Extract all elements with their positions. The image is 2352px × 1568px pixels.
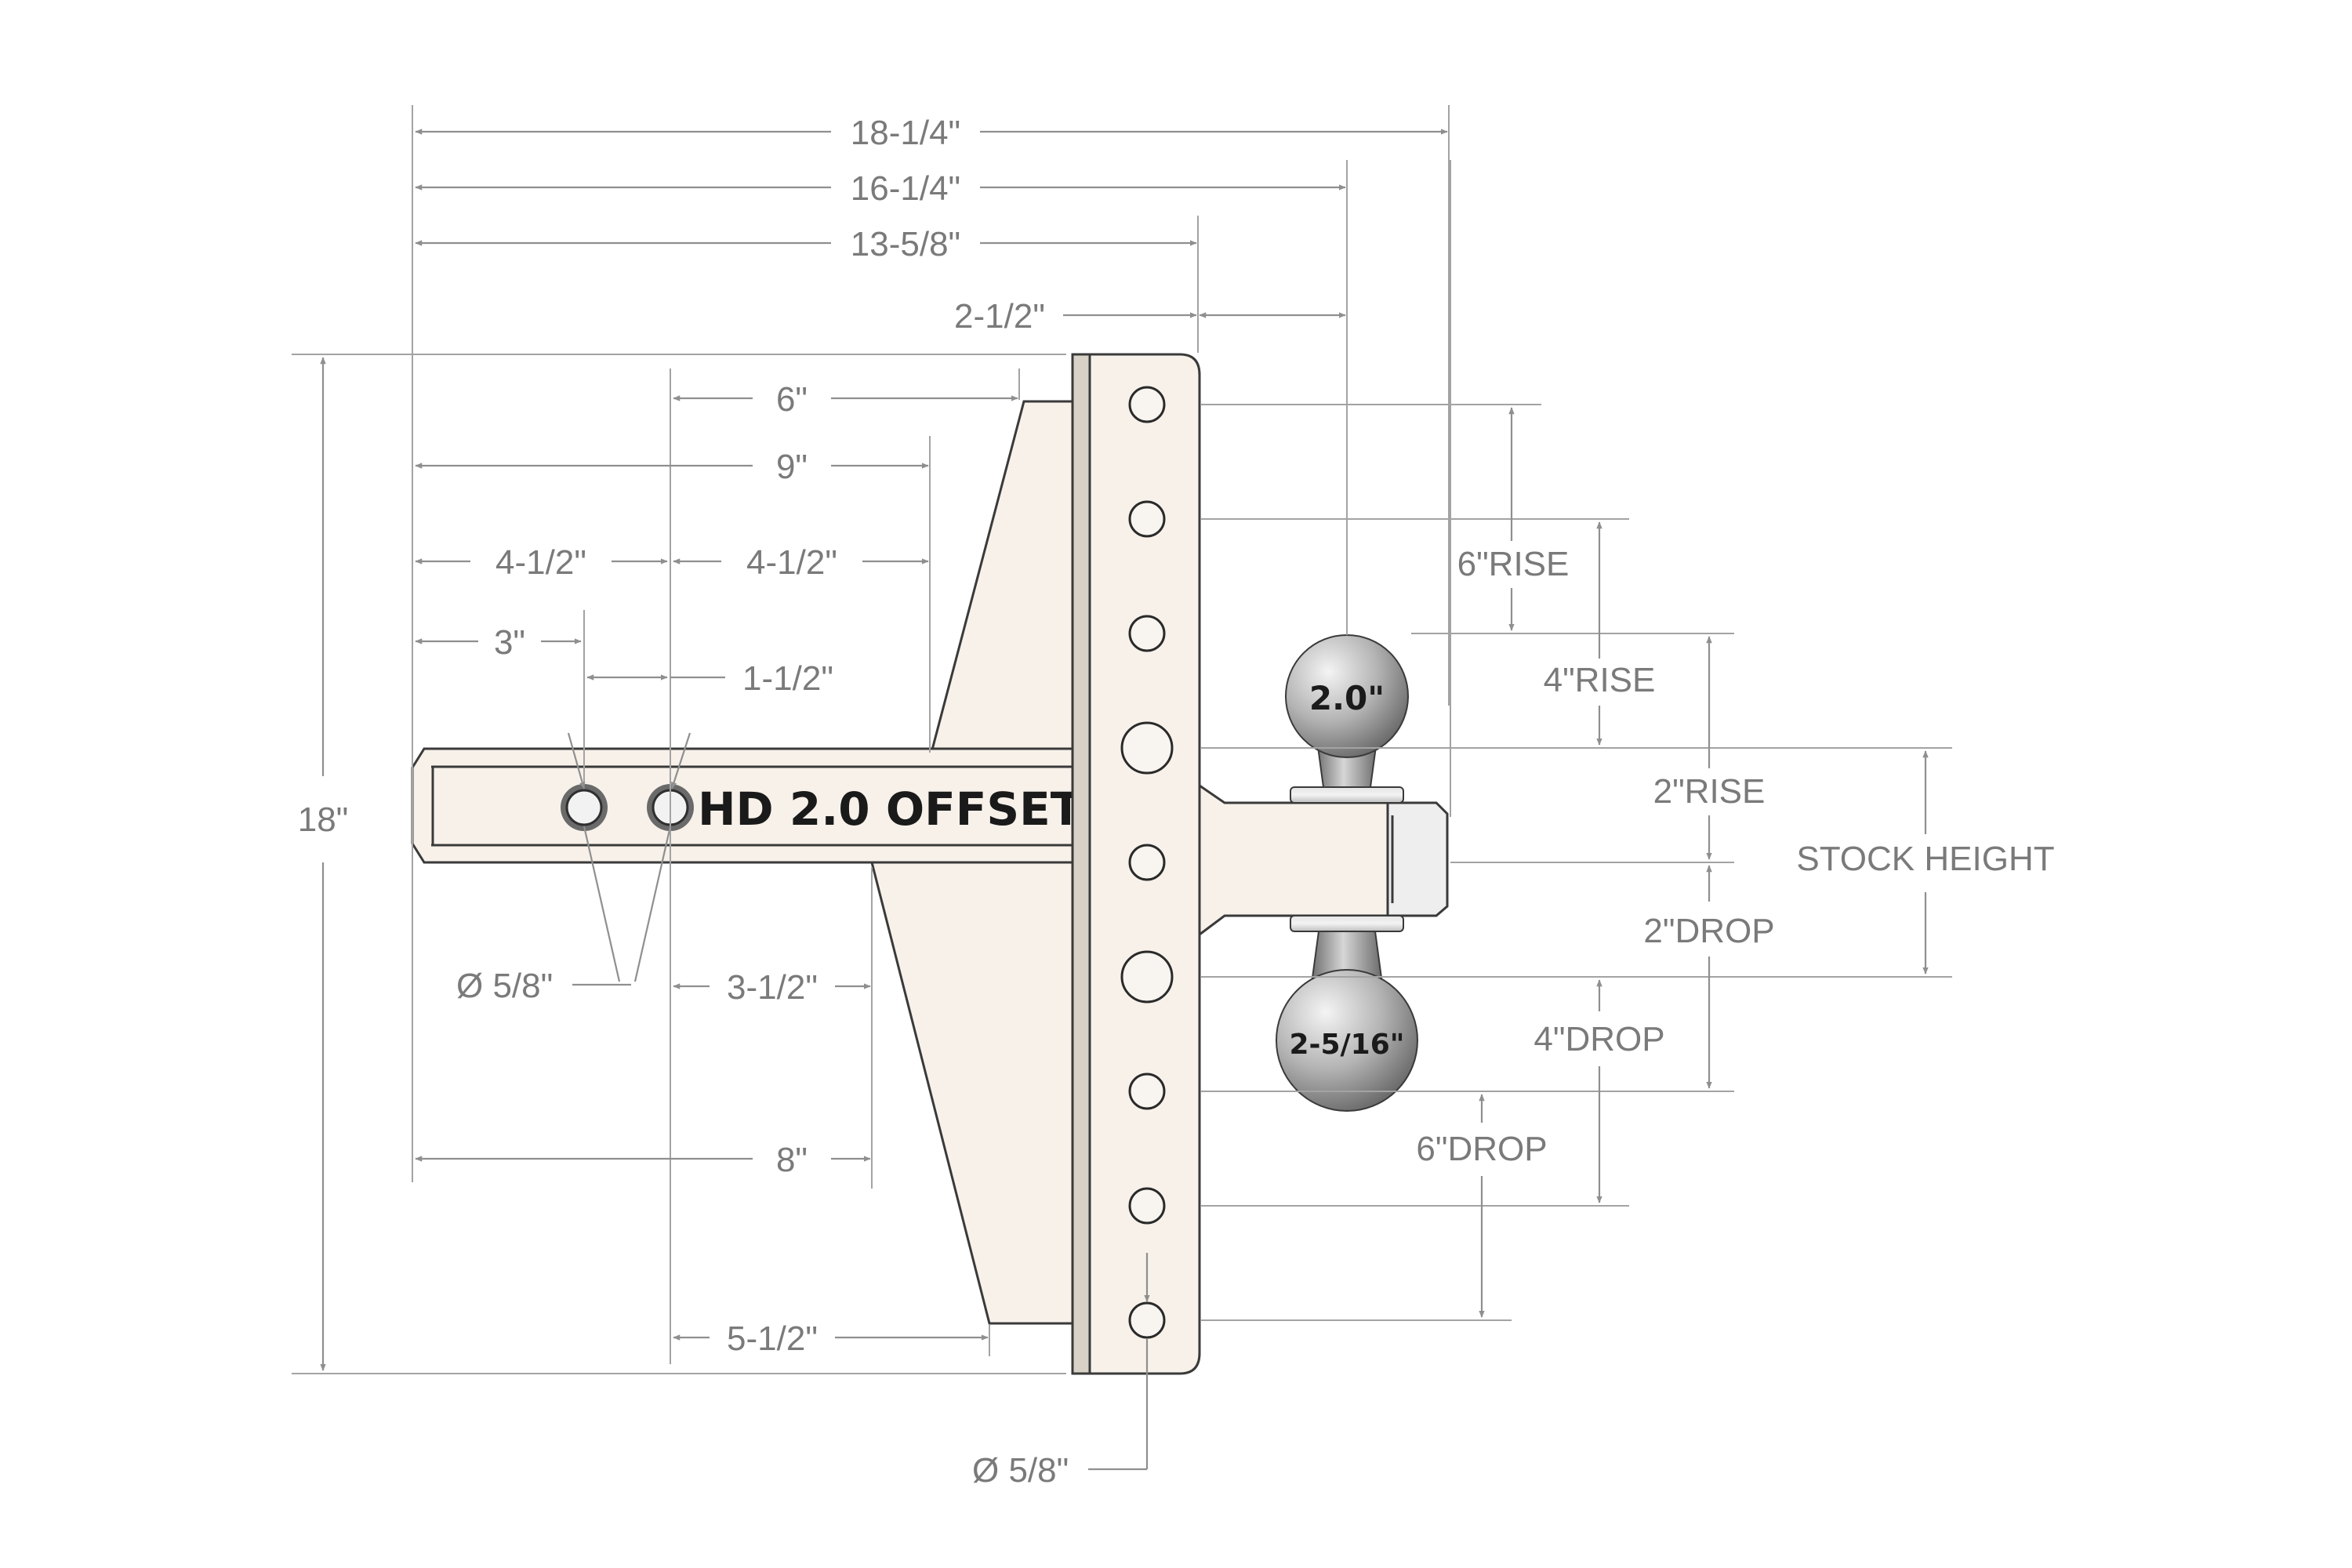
horizontal-dimensions: 18-1/4" 16-1/4" 13-5/8" 2-1/2" 6" 9" 4-1… — [415, 114, 1448, 1358]
ball-mount-block — [1386, 801, 1449, 917]
ball-mount-arm — [1198, 783, 1389, 937]
dim-drop-4: 4"DROP — [1534, 1020, 1664, 1058]
dim-overall-length: 18-1/4" — [851, 114, 960, 152]
riser-hole-5 — [1128, 844, 1166, 881]
shank-hole-1 — [561, 784, 608, 831]
riser-hole-9 — [1128, 1301, 1166, 1339]
dim-rise-6: 6"RISE — [1457, 545, 1570, 583]
dim-face-to-ball: 2-1/2" — [954, 297, 1045, 336]
riser-holes — [1120, 386, 1174, 1339]
ball-bottom-size: 2-5/16" — [1289, 1029, 1404, 1061]
ball-bottom: 2-5/16" — [1276, 915, 1418, 1112]
riser-hole-callout: Ø 5/8" — [972, 1451, 1069, 1490]
dim-five-half: 5-1/2" — [727, 1319, 818, 1358]
part-label: HD 2.0 OFFSET — [698, 782, 1082, 836]
dim-six: 6" — [776, 380, 808, 419]
riser-hole-4 — [1120, 721, 1174, 775]
dim-rise-2: 2"RISE — [1653, 772, 1766, 811]
dim-four-half-left: 4-1/2" — [495, 543, 586, 582]
gusset-plate-lower — [870, 861, 1083, 1325]
dim-drop-6: 6"DROP — [1416, 1130, 1547, 1168]
riser-hole-3 — [1128, 615, 1166, 652]
ball-top-size: 2.0" — [1309, 679, 1385, 717]
dim-eight: 8" — [776, 1141, 808, 1179]
dim-to-ball-center: 16-1/4" — [851, 169, 960, 208]
shank-hole-callout: Ø 5/8" — [456, 967, 553, 1005]
riser-hole-8 — [1128, 1187, 1166, 1225]
dim-one-half: 1-1/2" — [742, 659, 833, 698]
dim-nine: 9" — [776, 448, 808, 486]
dim-overall-height: 18" — [298, 800, 349, 839]
gusset-plate — [930, 400, 1083, 754]
vertical-dimensions: 18" 6"RISE 4"RISE 2"RISE STOCK HEIGHT 2"… — [298, 357, 2055, 1371]
dim-drop-2: 2"DROP — [1643, 912, 1774, 950]
riser-hole-6 — [1120, 950, 1174, 1004]
riser-hole-7 — [1128, 1073, 1166, 1110]
riser-hole-1 — [1128, 386, 1166, 423]
riser-hole-2 — [1128, 500, 1166, 538]
riser-plate — [1071, 353, 1091, 1375]
dim-three: 3" — [494, 623, 525, 662]
dim-three-half: 3-1/2" — [727, 968, 818, 1007]
hole-callouts: Ø 5/8" Ø 5/8" — [456, 732, 1150, 1490]
dim-rise-4: 4"RISE — [1544, 661, 1656, 699]
dim-to-riser-face: 13-5/8" — [851, 225, 960, 263]
ball-top: 2.0" — [1285, 634, 1409, 804]
dim-four-half-right: 4-1/2" — [746, 543, 837, 582]
extension-lines — [292, 105, 1952, 1374]
dim-stock-height: STOCK HEIGHT — [1796, 840, 2054, 878]
